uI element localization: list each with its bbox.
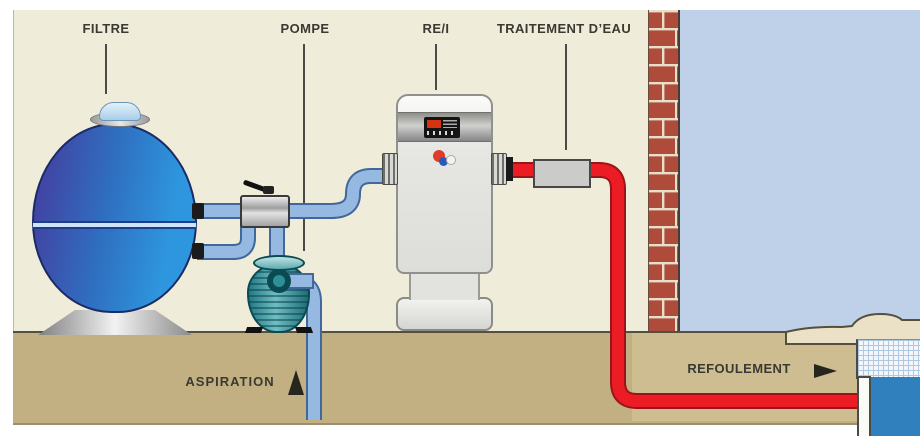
treatment-unit — [533, 159, 591, 188]
red-pipe — [496, 164, 864, 407]
rei-connector-left — [382, 153, 398, 185]
pump-foot-right — [294, 327, 314, 333]
rei-coupler — [506, 157, 513, 181]
rei-button-row — [427, 131, 457, 135]
rei-base — [396, 297, 493, 331]
return-inlet-pipe — [857, 376, 871, 436]
rei-display — [427, 120, 441, 128]
pool-coping — [785, 312, 920, 345]
pool-water — [868, 377, 920, 436]
rei-logo-blue-icon — [439, 157, 448, 166]
leader-line-rei — [435, 44, 437, 90]
filter-port-top — [192, 203, 204, 219]
filter-sight-dome — [99, 102, 141, 121]
leader-line-filter — [105, 44, 107, 94]
suction-up-arrow-icon — [288, 370, 304, 395]
label-suction: ASPIRATION — [185, 374, 275, 389]
pump-foot-left — [244, 327, 264, 333]
filter-tank — [32, 123, 197, 313]
label-return: REFOULEMENT — [687, 361, 791, 376]
pump-outlet-pipe — [286, 273, 314, 289]
rei-connector-right — [491, 153, 507, 185]
rei-neck — [409, 270, 480, 300]
outdoor-sky — [677, 10, 920, 333]
blue-pipes — [195, 170, 392, 420]
label-filter: FILTRE — [82, 21, 130, 36]
red-pipe-outline — [496, 162, 864, 409]
valve-handle-knob — [263, 186, 274, 194]
label-pump: POMPE — [280, 21, 330, 36]
pump-inlet-port — [267, 269, 291, 293]
label-rei: RE/I — [422, 21, 450, 36]
brick-wall — [648, 10, 680, 333]
filter-port-bottom — [192, 243, 204, 259]
pool-waterline-tiles — [856, 339, 920, 379]
rei-display-pixels — [443, 120, 457, 128]
return-right-arrow-icon — [814, 364, 837, 378]
multiport-valve — [240, 195, 290, 228]
label-treatment: TRAITEMENT D’EAU — [496, 21, 632, 36]
leader-line-treatment — [565, 44, 567, 150]
filter-tank-seam — [33, 221, 196, 229]
rei-logo-white-icon — [446, 155, 456, 165]
brick-pattern — [649, 10, 678, 333]
leader-line-pump — [303, 44, 305, 251]
